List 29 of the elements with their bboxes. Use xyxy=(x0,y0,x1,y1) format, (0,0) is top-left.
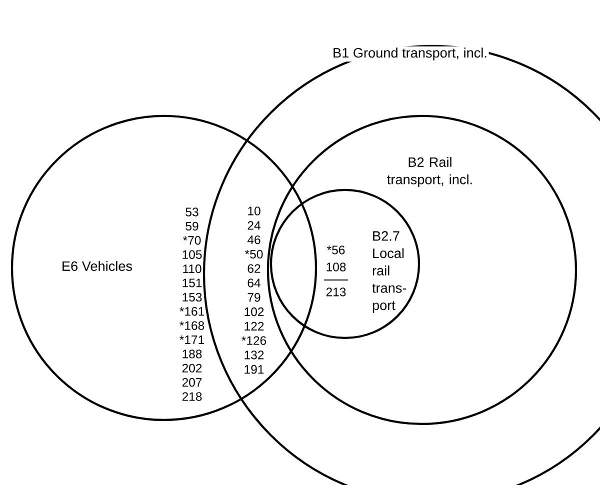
number-label: 110 xyxy=(183,264,202,274)
number-label: 213 xyxy=(326,288,346,296)
number-label: 59 xyxy=(186,222,198,231)
number-label: 218 xyxy=(182,392,202,401)
number-label: 64 xyxy=(248,278,260,288)
number-label: 122 xyxy=(244,322,264,330)
number-label: 62 xyxy=(248,264,260,273)
number-label: *56 xyxy=(326,246,345,254)
number-label: *70 xyxy=(182,236,201,245)
number-label: *126 xyxy=(242,336,266,345)
number-label: 191 xyxy=(244,365,264,374)
number-label: 132 xyxy=(244,350,264,360)
number-label: *50 xyxy=(244,250,263,259)
number-label: 79 xyxy=(248,293,260,302)
number-label: 202 xyxy=(182,364,202,373)
number-label: *161 xyxy=(180,307,204,316)
number-label: 10 xyxy=(248,206,260,216)
number-label: *168 xyxy=(180,321,204,330)
number-label: 108 xyxy=(326,262,346,272)
number-label: 24 xyxy=(248,221,260,230)
number-label: 207 xyxy=(182,378,202,387)
number-label: 102 xyxy=(244,307,264,316)
number-label: 46 xyxy=(247,235,260,244)
number-label: 151 xyxy=(182,278,202,288)
number-label: 153 xyxy=(182,292,202,302)
number-label: 105 xyxy=(182,250,202,259)
number-label: 53 xyxy=(186,208,198,216)
number-label: 188 xyxy=(182,350,202,358)
number-label: *171 xyxy=(180,336,204,344)
